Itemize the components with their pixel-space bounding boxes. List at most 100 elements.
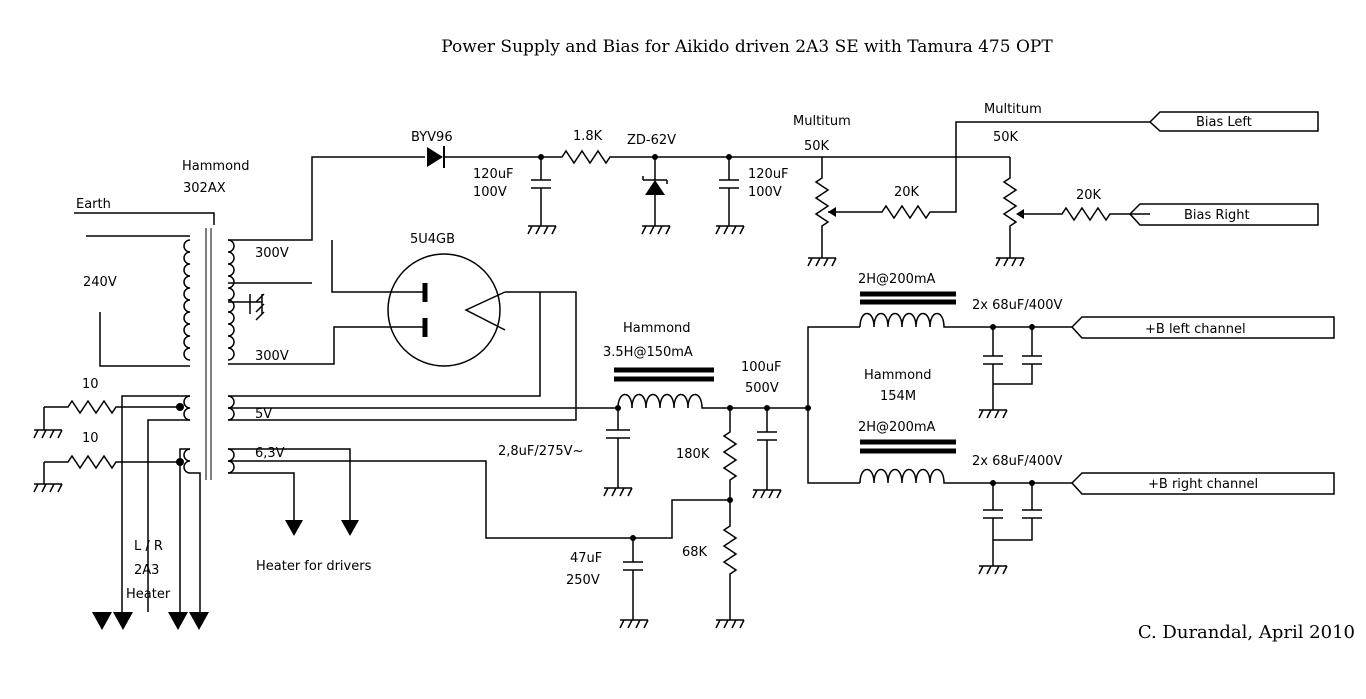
diagram-title: Power Supply and Bias for Aikido driven … [441,37,1053,57]
primary-leads [86,235,190,367]
centre-tap-ground [228,293,265,321]
cap-100uf [757,408,777,490]
choke-2h-left [859,312,1072,328]
ground-symbol [978,565,1008,575]
res20k-2-label: 20K [1076,188,1102,203]
heater-arrow-1 [285,520,303,536]
heater-2a3-winding-b [183,448,191,474]
ground-symbol [807,257,837,267]
caps-right-label: 2x 68uF/400V [972,454,1063,469]
out-left-label: +B left channel [1145,322,1246,337]
diode-label: BYV96 [411,130,453,145]
zener-label: ZD-62V [627,133,676,148]
cap-68uf-right-a [983,483,1003,566]
filter-cap-label: 2,8uF/275V~ [498,444,583,459]
out-left-connector [1070,316,1335,339]
heater-drivers-label: Heater for drivers [256,559,372,574]
ht-supply: Hammond 3.5H@150mA 2,8uF/275V~ 180K 68K … [228,272,1335,629]
choke-model-label: 154M [880,389,916,404]
earth-label: Earth [76,197,111,212]
ground-symbol [527,225,557,235]
ground-symbol [978,409,1008,419]
heater-arrow-2 [341,520,359,536]
heater-2a3-lead-b [179,448,201,612]
hv-top-lead [228,156,425,241]
channel-split [807,326,860,484]
pot2-value-label: 50K [993,130,1019,145]
cap-47-value: 47uF [570,551,602,566]
bias-right-path [1024,206,1150,222]
bias-cap1-voltage: 100V [473,185,507,200]
bias-right-label: Bias Right [1184,208,1250,223]
fil-63v-leads [228,448,351,520]
fil-5v-leads [228,291,577,421]
pot2-make-label: Multitum [984,102,1042,117]
ground-symbol [752,489,782,499]
ground-symbol [995,257,1025,267]
tube-cathode [464,291,506,331]
bias-cap-1 [531,157,551,226]
choke-make-label: Hammond [864,368,932,383]
ground-symbol [33,462,63,493]
bias-cap2-voltage: 100V [748,185,782,200]
res-1k8-label: 1.8K [573,129,603,144]
cap-47-voltage: 250V [566,573,600,588]
heater-lr-label: L / R [134,539,163,554]
power-transformer: Hammond 302AX Earth 240V 300V 300V 5V 6,… [33,156,730,630]
ground-symbol [715,619,745,629]
choke1-value-label: 3.5H@150mA [603,345,693,360]
bias-rail [444,149,808,165]
hv-bottom-label: 300V [255,349,289,364]
hv-to-anode1 [331,240,425,293]
res-180k-label: 180K [676,447,710,462]
ground-symbol [33,407,63,439]
hv-bottom-lead [228,326,425,365]
choke-hammond-3h5 [617,393,808,409]
author-signature: C. Durandal, April 2010 [1138,622,1355,643]
heater-2a3-lead-a [121,395,190,612]
pot1-value-label: 50K [804,139,830,154]
res10-a [44,399,180,415]
res20k-1-label: 20K [894,185,920,200]
bias-supply: BYV96 1.8K ZD-62V 120uF 100V 120uF 100V … [411,102,1319,267]
res10-a-label: 10 [82,377,99,392]
choke-bottom-label: 2H@200mA [858,420,936,435]
res-180k [722,408,738,500]
choke1-make-label: Hammond [623,321,691,336]
filter-cap-2u8 [606,408,630,488]
bias-left-connector [1148,111,1319,132]
rectifier-tube-label: 5U4GB [410,232,455,247]
bias-left-label: Bias Left [1196,115,1252,130]
bias-cap2-value: 120uF [748,167,789,182]
choke-2h-right [859,468,1072,484]
heater-2a3-winding-a [183,395,191,421]
heater-reference-lead [228,460,730,539]
mains-voltage-label: 240V [83,275,117,290]
transformer-make-label: Hammond [182,159,250,174]
pot1-make-label: Multitum [793,114,851,129]
bias-right-connector [1128,203,1319,226]
bias-cap1-value: 120uF [473,167,514,182]
ground-symbol [603,487,633,497]
bias-pot-right [1002,157,1018,258]
earth-wire [74,212,215,225]
cap-68uf-left-a [983,327,1003,410]
hv-secondary-winding [227,239,235,361]
primary-winding [183,239,191,361]
ground-symbol [641,225,671,235]
cap-47uf [623,538,643,620]
cap-res-value: 100uF [741,360,782,375]
res-68k-label: 68K [682,545,708,560]
res-68k [722,500,738,620]
cap-68uf-right-b [993,483,1042,541]
fil-5v-label: 5V [255,407,272,422]
ground-symbol [619,619,649,629]
bias-left-path [836,121,1150,220]
out-right-connector [1070,472,1335,495]
diode-byv96 [427,147,443,167]
choke-top-label: 2H@200mA [858,272,936,287]
heater-word-label: Heater [126,587,171,602]
tube-envelope [387,253,501,367]
res10-b-label: 10 [82,431,99,446]
